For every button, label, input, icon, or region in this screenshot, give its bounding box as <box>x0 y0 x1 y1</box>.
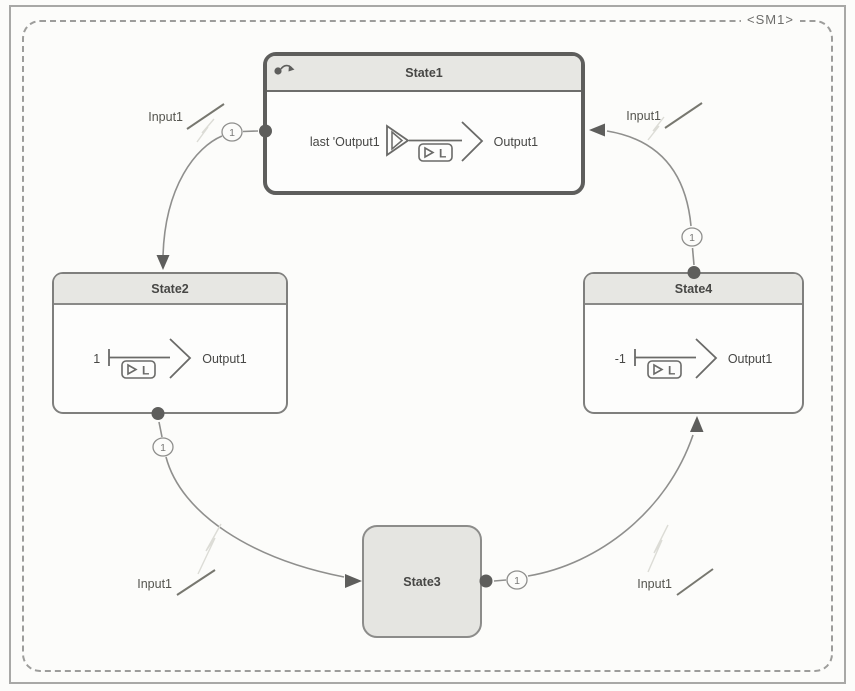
state3-title: State3 <box>403 574 441 589</box>
state2-header: State2 <box>54 274 286 305</box>
state4-action: -1 L Output1 <box>585 305 802 412</box>
trigger-label-t3[interactable]: Input1 <box>637 577 672 591</box>
dl-badge-letter: L <box>142 363 149 377</box>
state2-action: 1 L Output1 <box>54 305 286 412</box>
trigger-label-t2[interactable]: Input1 <box>137 577 172 591</box>
screenshot-frame <box>9 5 846 684</box>
transition-state4-state1[interactable] <box>606 130 692 227</box>
transition-state3-state4[interactable] <box>527 434 694 577</box>
priority-badge-t2[interactable]: 1 <box>152 437 174 457</box>
state4-action-output: Output1 <box>727 351 773 366</box>
state2-action-output: Output1 <box>202 351 247 366</box>
state4-action-input: -1 <box>614 351 626 366</box>
state1-action: last 'Output1 L Output1 <box>267 92 581 191</box>
delay-output-icon: L <box>633 337 718 379</box>
svg-text:1: 1 <box>514 575 520 587</box>
state2-action-input: 1 <box>93 351 101 366</box>
svg-text:1: 1 <box>229 127 235 139</box>
dl-badge-letter: L <box>439 146 446 160</box>
trigger-label-t1[interactable]: Input1 <box>148 110 183 124</box>
priority-badge-t3[interactable]: 1 <box>506 570 528 590</box>
svg-text:1: 1 <box>689 232 695 244</box>
state-state3[interactable]: State3 <box>362 525 482 638</box>
transition-state2-state3[interactable] <box>165 456 345 578</box>
state1-action-output: Output1 <box>493 134 539 149</box>
state4-title: State4 <box>674 281 713 296</box>
priority-badge-t4[interactable]: 1 <box>681 227 703 247</box>
trigger-label-t4[interactable]: Input1 <box>626 109 661 123</box>
svg-text:1: 1 <box>160 442 166 454</box>
state4-header: State4 <box>585 274 802 305</box>
feedback-delay-icon: L <box>385 120 483 162</box>
delay-output-icon: L <box>108 337 192 379</box>
statemachine-region-border[interactable] <box>22 20 833 672</box>
state2-title: State2 <box>151 281 189 296</box>
state1-title: State1 <box>405 66 443 80</box>
state1-header: State1 <box>267 56 581 92</box>
state-state4[interactable]: State4 -1 L Output1 <box>583 272 804 414</box>
state-state2[interactable]: State2 1 L Output1 <box>52 272 288 414</box>
state-state1[interactable]: State1 last 'Output1 L Output1 <box>263 52 585 195</box>
dl-badge-letter: L <box>668 363 675 377</box>
statemachine-region-label: <SM1> <box>741 12 800 27</box>
state1-action-input: last 'Output1 <box>309 134 380 149</box>
default-entry-icon <box>274 64 295 75</box>
priority-badge-t1[interactable]: 1 <box>221 122 243 142</box>
